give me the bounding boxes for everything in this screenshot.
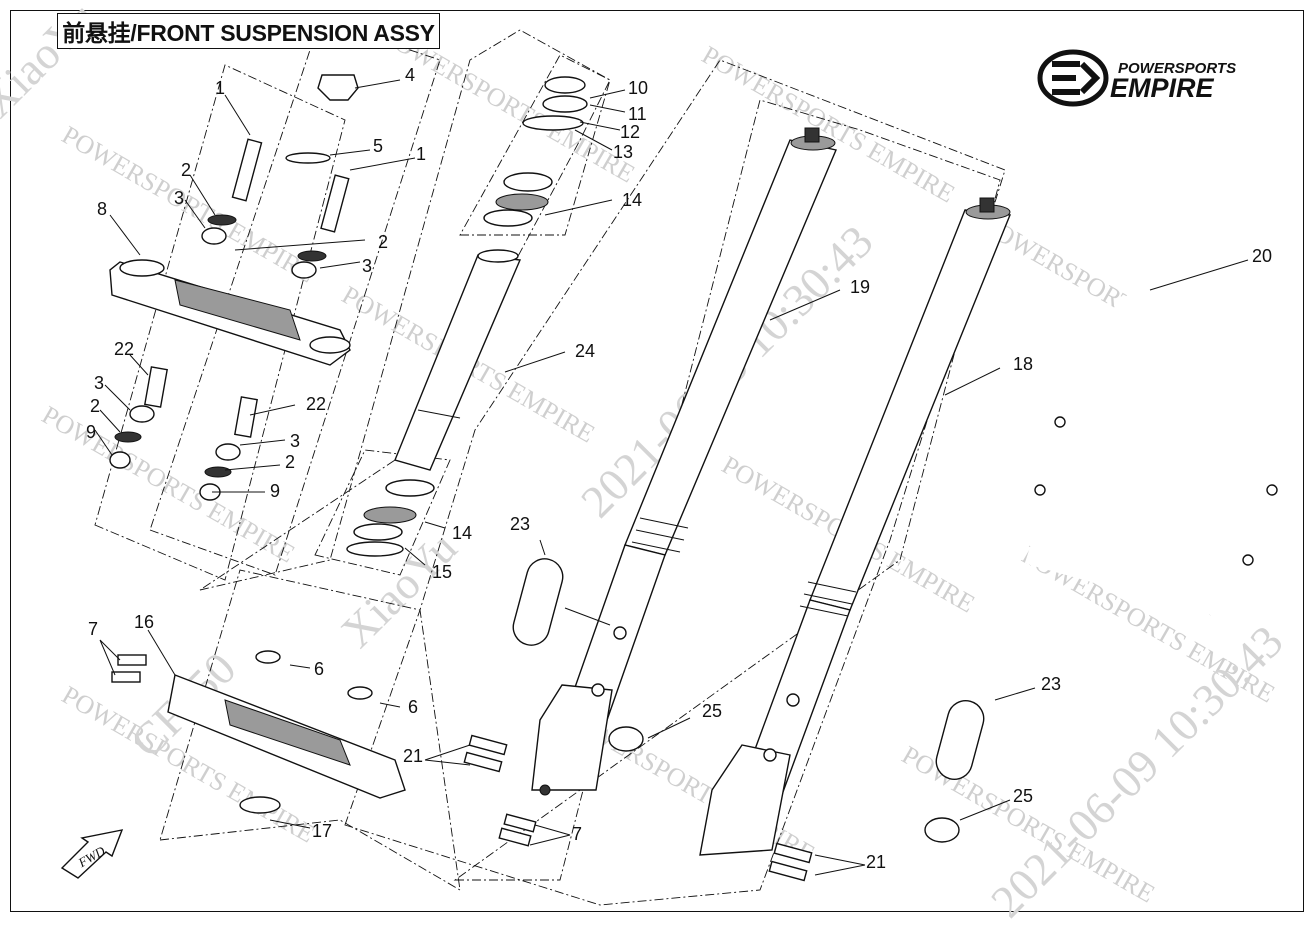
callout-9: 9: [86, 422, 96, 442]
bearing-set-lower: [346, 479, 435, 557]
callout-12: 12: [620, 122, 640, 142]
leader-lines: [94, 79, 1249, 876]
callout-2: 2: [90, 396, 100, 416]
diagram-frame: [10, 10, 1304, 912]
callout-3: 3: [362, 256, 372, 276]
callout-25: 25: [1013, 786, 1033, 806]
callout-labels: 1 1 2 2 2 2 3 3 3 3 4 5 6 6 7 7 8 9 9 10…: [86, 65, 1272, 872]
callout-1: 1: [215, 78, 225, 98]
callout-7: 7: [88, 619, 98, 639]
callout-14: 14: [622, 190, 642, 210]
callout-11: 11: [628, 104, 647, 124]
callout-8: 8: [97, 199, 107, 219]
fork-tube-right: [699, 197, 1011, 856]
callout-6: 6: [314, 659, 324, 679]
brand-logo: POWERSPORTS EMPIRE: [1037, 49, 1236, 107]
page-title: 前悬挂/FRONT SUSPENSION ASSY: [62, 20, 435, 46]
lower-triple-clamp: [111, 650, 406, 814]
bearing-set-upper: [483, 76, 588, 227]
watermark-user: XiaoYu: [331, 522, 466, 657]
callout-7: 7: [572, 824, 582, 844]
callout-21: 21: [403, 746, 423, 766]
callout-22: 22: [306, 394, 326, 414]
small-parts-lower: [109, 366, 258, 501]
callout-17: 17: [312, 821, 332, 841]
callout-25: 25: [702, 701, 722, 721]
fork-tube-left: [531, 127, 837, 796]
fender-brace: [1024, 268, 1281, 617]
callout-2: 2: [378, 232, 388, 252]
callout-1: 1: [416, 144, 426, 164]
callout-22: 22: [114, 339, 134, 359]
callout-23: 23: [510, 514, 530, 534]
callout-15: 15: [432, 562, 452, 582]
callout-4: 4: [405, 65, 415, 85]
callout-14: 14: [452, 523, 472, 543]
callout-19: 19: [850, 277, 870, 297]
watermark-text: POWERSPORTS EMPIRE: [37, 400, 300, 568]
callout-3: 3: [94, 373, 104, 393]
watermark-text: POWERSPORTS EMPIRE: [697, 40, 960, 208]
callout-23: 23: [1041, 674, 1061, 694]
brand-line1: POWERSPORTS: [1118, 60, 1236, 77]
brand-line2: EMPIRE: [1110, 73, 1215, 103]
callout-16: 16: [134, 612, 154, 632]
small-parts-upper: [201, 74, 359, 279]
callout-18: 18: [1013, 354, 1033, 374]
callout-2: 2: [181, 160, 191, 180]
callout-3: 3: [290, 431, 300, 451]
callout-9: 9: [270, 481, 280, 501]
steering-stem: [394, 249, 522, 471]
reflectors-and-seals: [512, 558, 985, 843]
callout-5: 5: [373, 136, 383, 156]
title-box: 前悬挂/FRONT SUSPENSION ASSY: [57, 13, 440, 49]
upper-triple-clamp: [109, 259, 351, 366]
callout-10: 10: [628, 78, 648, 98]
callout-21: 21: [866, 852, 886, 872]
fwd-arrow-icon: FWD: [60, 829, 124, 879]
callout-24: 24: [575, 341, 595, 361]
callout-2: 2: [285, 452, 295, 472]
callout-3: 3: [174, 188, 184, 208]
callout-13: 13: [613, 142, 633, 162]
fork-bolts: [463, 734, 813, 882]
callout-6: 6: [408, 697, 418, 717]
callout-20: 20: [1252, 246, 1272, 266]
